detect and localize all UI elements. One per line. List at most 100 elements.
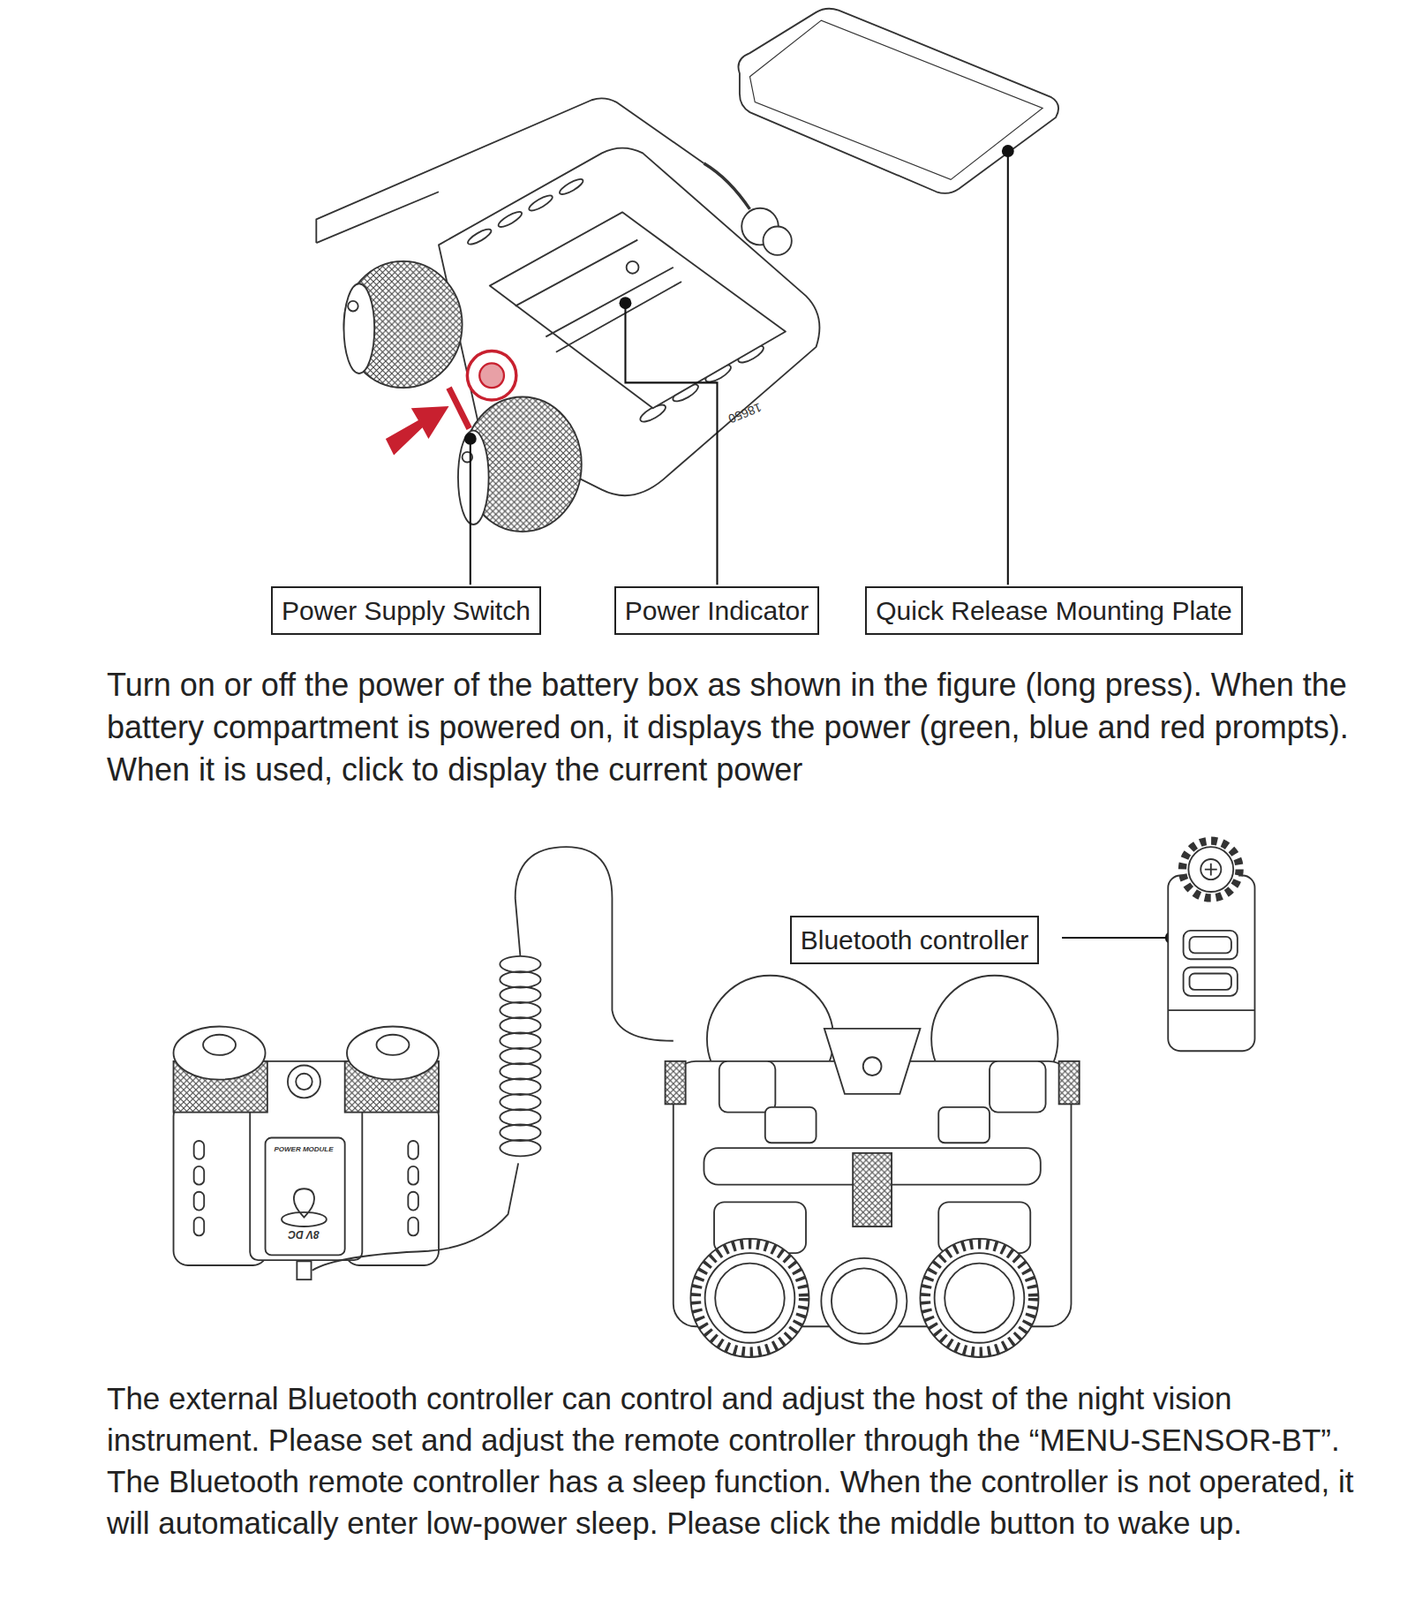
part-name: Bluetooth controller [800,922,1030,957]
body-paragraph: The external Bluetooth controller can co… [106,1377,1378,1543]
bluetooth-controller [1167,875,1255,1052]
leader-line [470,150,1172,938]
battery-box [376,1034,410,1055]
bluetooth-controller [1188,846,1234,892]
coiled-cable [499,1139,541,1156]
leader-dot [464,432,477,445]
printed-marking: POWER MODULE [273,1145,333,1153]
battery-box [173,1026,439,1280]
night-vision-device [1059,1061,1080,1105]
battery-box-top [458,430,490,525]
battery-box [173,1026,266,1080]
battery-box-top [526,192,555,213]
coiled-cable [312,846,674,1271]
battery-box [296,1260,311,1280]
night-vision-device [938,1106,990,1143]
coiled-cable [499,1001,541,1018]
night-vision-device [705,1252,796,1343]
leader-dot [1001,144,1015,158]
coiled-cable [499,1047,541,1064]
night-vision-device [665,975,1080,1357]
coiled-cable [499,1016,541,1033]
printed-marking: 8V DC [287,1228,319,1240]
leader-line [1007,150,1009,585]
coiled-cable [499,1077,541,1094]
coiled-cable [515,846,674,1041]
leader-line [624,302,717,585]
bluetooth-controller [1189,972,1232,989]
battery-box [295,1073,312,1090]
battery-box-top [489,211,786,408]
callout-box: Power Indicator [614,586,820,635]
battery-box [407,1191,419,1211]
night-vision-device [824,1028,921,1094]
leader-line [469,438,472,585]
coiled-cable [499,1093,541,1110]
mounting-plate [737,8,1059,194]
battery-box [265,1137,346,1256]
battery-box-top [703,163,750,210]
part-name: Power Indicator [624,593,809,628]
battery-box [194,1191,205,1211]
night-vision-device [934,1252,1025,1343]
battery-box-top [496,209,525,230]
battery-box [281,1211,327,1227]
battery-box [194,1166,205,1185]
power-switch-button [385,406,450,455]
battery-box [203,1034,236,1055]
night-vision-device [925,1243,1033,1352]
night-vision-device [820,1257,907,1344]
power-switch-button [385,351,517,456]
battery-box-top [466,226,494,248]
callout-box: Quick Release Mounting Plate [865,586,1243,635]
coiled-cable [499,1062,541,1079]
night-vision-device [690,1238,809,1357]
callout-box: Power Supply Switch [270,586,542,635]
battery-box [407,1166,419,1185]
bluetooth-controller [1167,1008,1255,1011]
battery-box-top [626,261,640,274]
battery-box-top [515,240,682,353]
mounting-plate [749,20,1043,180]
coiled-cable [499,1031,541,1048]
night-vision-device [852,1152,892,1227]
battery-box-top [762,226,791,256]
coiled-cable [312,1162,519,1270]
night-vision-device [919,1238,1039,1357]
part-name: Quick Release Mounting Plate [875,593,1233,628]
bluetooth-controller [1183,967,1238,996]
night-vision-device [989,1061,1047,1113]
battery-box [194,1217,205,1236]
night-vision-device [863,1056,882,1076]
power-switch-button [479,362,505,388]
coiled-cable [499,1108,541,1125]
night-vision-device [765,1106,817,1143]
bluetooth-controller [1200,858,1221,880]
battery-box-top [316,97,820,532]
leader-dot [464,144,1178,944]
battery-box [407,1140,419,1160]
battery-box [194,1140,419,1235]
bluetooth-controller [1181,840,1240,898]
night-vision-device [695,1243,804,1352]
night-vision-device [715,1263,785,1333]
night-vision-device [831,1267,897,1333]
night-vision-device [719,1061,776,1113]
leader-line [1061,936,1172,939]
bluetooth-controller [1189,936,1232,953]
body-paragraph: Turn on or off the power of the battery … [106,663,1378,791]
part-name: Power Supply Switch [281,593,531,628]
coiled-cable [499,970,541,987]
power-switch-button [449,387,470,429]
battery-box-top [347,301,359,312]
night-vision-device [665,1061,686,1105]
battery-box [287,1064,321,1098]
callout-box: Bluetooth controller [790,915,1040,964]
power-switch-button [466,351,516,400]
coiled-cable [499,985,541,1002]
battery-box-top [344,261,463,388]
printed-marking: 18650 [726,400,763,426]
bluetooth-controller [1183,930,1238,959]
